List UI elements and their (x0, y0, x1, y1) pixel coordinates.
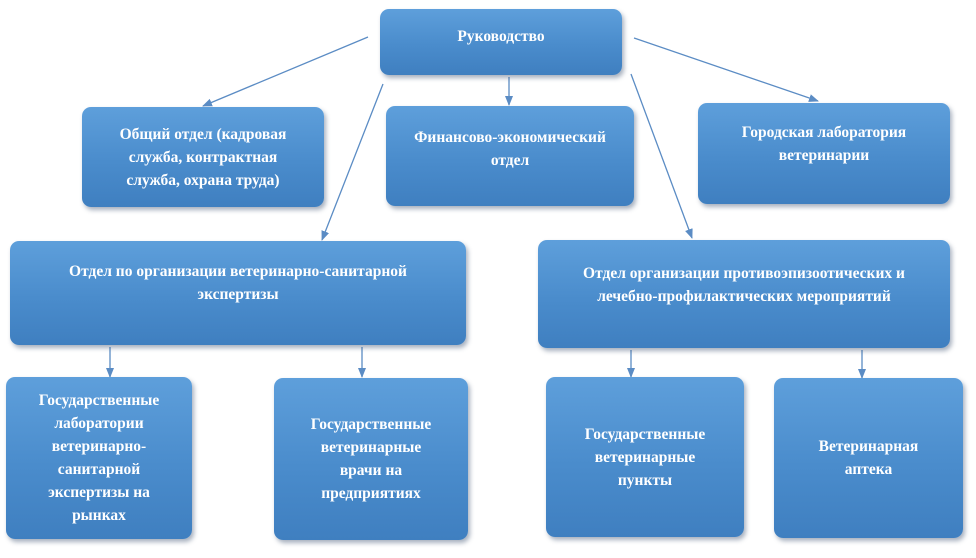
arrow-root-to-vet-sanitary (321, 83, 384, 241)
node-finance-label: Финансово-экономический отдел (414, 129, 606, 169)
arrow-root-to-general (202, 36, 369, 107)
node-state-points: Государственные ветеринарные пункты (546, 377, 744, 537)
node-general: Общий отдел (кадровая служба, контрактна… (82, 107, 324, 207)
node-vet-sanitary-dept: Отдел по организации ветеринарно-санитар… (10, 241, 466, 345)
node-state-vets: Государственные ветеринарные врачи на пр… (274, 378, 468, 540)
arrow-root-to-anti-epizootic (630, 73, 693, 239)
node-anti-epizootic-dept-label: Отдел организации противоэпизоотических … (583, 265, 905, 305)
node-state-labs: Государственные лаборатории ветеринарно-… (6, 377, 192, 539)
node-general-label: Общий отдел (кадровая служба, контрактна… (119, 125, 287, 189)
node-state-vets-label: Государственные ветеринарные врачи на пр… (310, 416, 432, 502)
arrow-root-to-city-lab (633, 37, 819, 102)
node-state-labs-label: Государственные лаборатории ветеринарно-… (38, 392, 160, 524)
node-pharmacy-label: Ветеринарная аптека (818, 438, 919, 478)
node-root-label: Руководство (457, 28, 545, 45)
node-state-points-label: Государственные ветеринарные пункты (584, 425, 706, 489)
node-pharmacy: Ветеринарная аптека (774, 378, 963, 538)
node-vet-sanitary-dept-label: Отдел по организации ветеринарно-санитар… (69, 263, 407, 303)
node-finance: Финансово-экономический отдел (386, 106, 634, 206)
node-root: Руководство (380, 9, 622, 75)
node-city-lab: Городская лаборатория ветеринарии (698, 103, 950, 204)
node-city-lab-label: Городская лаборатория ветеринарии (741, 124, 907, 164)
node-anti-epizootic-dept: Отдел организации противоэпизоотических … (538, 240, 950, 348)
